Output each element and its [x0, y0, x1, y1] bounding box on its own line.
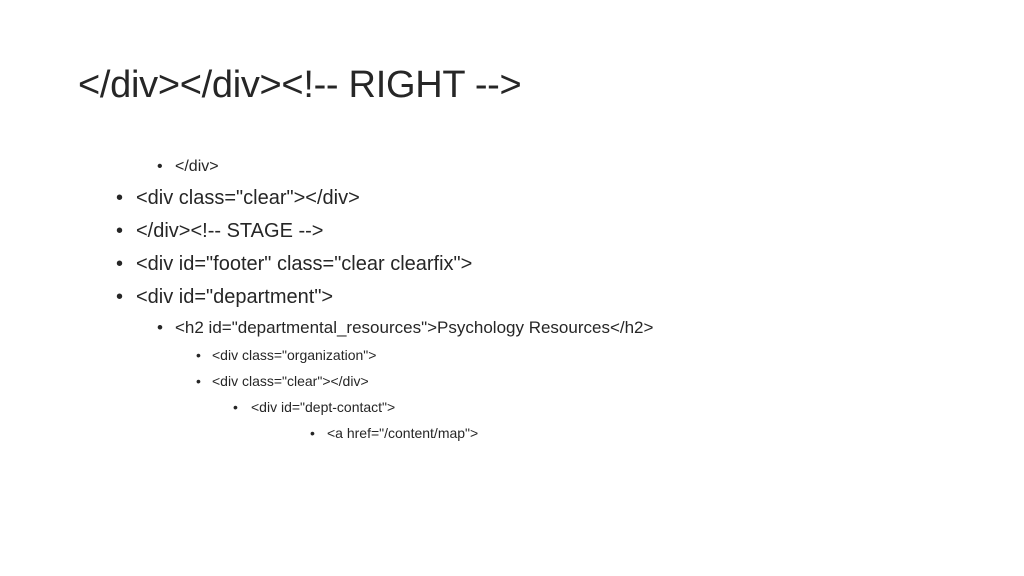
bullet-dot-icon: • [196, 347, 201, 363]
slide-title: </div></div><!-- RIGHT --> [78, 64, 522, 106]
bullet-text: <div id="footer" class="clear clearfix"> [136, 253, 473, 275]
bullet-text: <h2 id="departmental_resources">Psycholo… [175, 318, 654, 337]
bullet-text: <div id="department"> [136, 286, 334, 308]
bullet-text: <div id="dept-contact"> [251, 399, 396, 415]
bullet-text: <div class="organization"> [212, 347, 377, 363]
bullet-item: • <div id="dept-contact"> [233, 398, 395, 416]
bullet-dot-icon: • [157, 318, 163, 337]
bullet-text: </div> [175, 158, 219, 175]
bullet-dot-icon: • [116, 253, 124, 275]
bullet-item: • </div><!-- STAGE --> [116, 219, 323, 243]
bullet-text: <a href="/content/map"> [327, 425, 479, 441]
bullet-item: • </div> [157, 157, 219, 177]
bullet-item: • <h2 id="departmental_resources">Psycho… [157, 318, 653, 338]
bullet-item: • <div class="clear"></div> [116, 186, 360, 210]
bullet-dot-icon: • [116, 220, 124, 242]
bullet-dot-icon: • [157, 158, 163, 175]
bullet-item: • <div class="organization"> [196, 346, 376, 364]
bullet-text: <div class="clear"></div> [212, 373, 369, 389]
bullet-dot-icon: • [310, 425, 315, 441]
bullet-text: <div class="clear"></div> [136, 187, 360, 209]
bullet-item: • <div id="department"> [116, 285, 333, 309]
bullet-dot-icon: • [116, 187, 124, 209]
bullet-dot-icon: • [116, 286, 124, 308]
bullet-dot-icon: • [233, 399, 238, 415]
bullet-item: • <div class="clear"></div> [196, 372, 369, 390]
bullet-item: • <a href="/content/map"> [310, 424, 478, 442]
bullet-dot-icon: • [196, 373, 201, 389]
bullet-item: • <div id="footer" class="clear clearfix… [116, 252, 472, 276]
bullet-text: </div><!-- STAGE --> [136, 220, 324, 242]
